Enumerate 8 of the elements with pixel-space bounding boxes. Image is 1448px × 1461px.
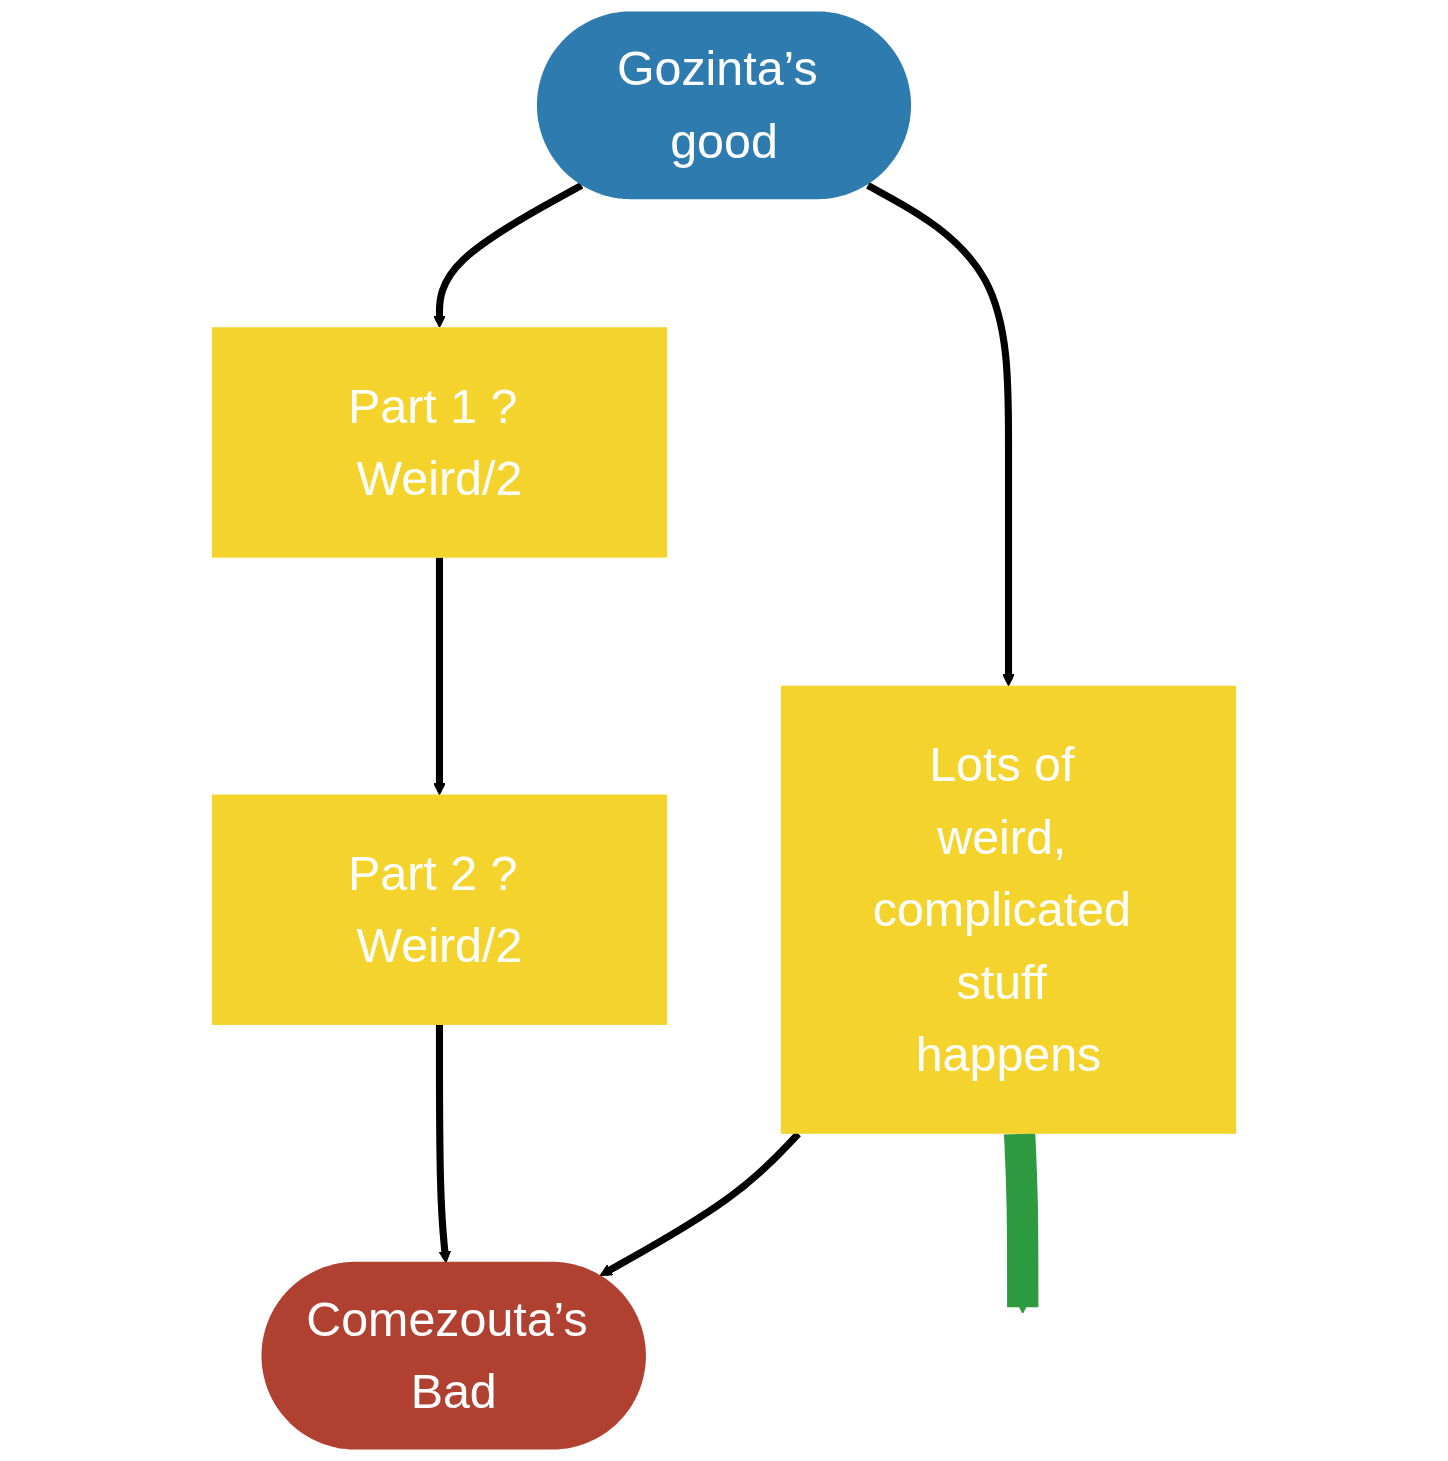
- node-box: Part 1 ? Weird/2: [211, 327, 668, 558]
- arrow: [599, 1131, 801, 1277]
- arrow: [433, 557, 446, 796]
- arrow: [433, 182, 584, 328]
- arrow: [866, 182, 1015, 687]
- node-box: Part 2 ? Weird/2: [211, 794, 668, 1025]
- node-box: Lots of weird, complicated stuff happens: [780, 685, 1237, 1134]
- arrow: [435, 1025, 452, 1264]
